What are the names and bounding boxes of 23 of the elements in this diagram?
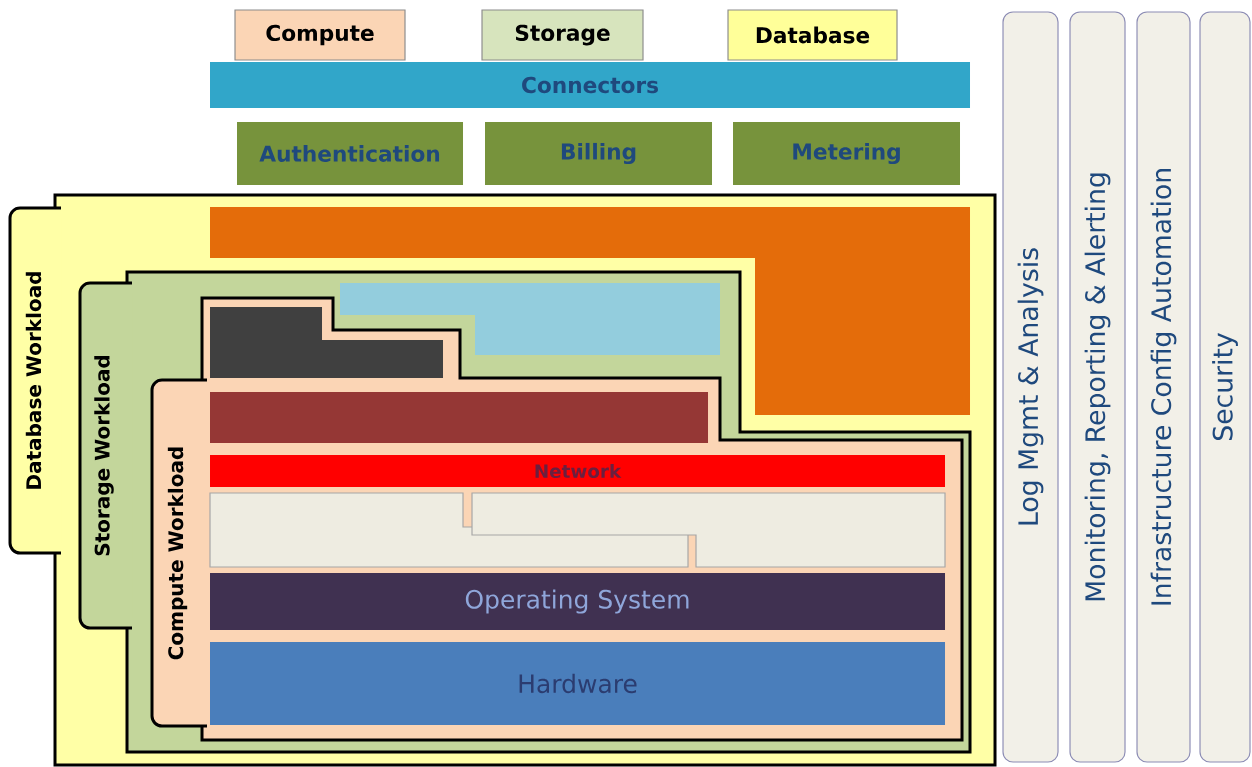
node-label: Database Workload — [25, 272, 42, 489]
hardware-layer: Hardware — [210, 642, 945, 725]
service-box: Authentication — [237, 122, 463, 185]
cross-cutting-bar: Monitoring, Reporting & Alerting — [1069, 11, 1126, 763]
category-box: Storage — [481, 9, 644, 61]
os-layer: Operating System — [210, 573, 945, 630]
category-box: Compute — [234, 9, 406, 61]
cross-cutting-bar: Infrastructure Config Automation — [1136, 11, 1191, 763]
node-label: Compute Workload — [167, 447, 188, 660]
component-block — [210, 392, 708, 443]
component-block — [340, 283, 720, 355]
category-box: Database — [727, 9, 898, 61]
component-block — [210, 307, 443, 378]
service-box: Metering — [733, 122, 960, 185]
connector-bar: Connectors — [210, 62, 970, 108]
cross-cutting-bar: Log Mgmt & Analysis — [1002, 11, 1059, 763]
component-block — [209, 492, 689, 568]
network-bar: Network — [210, 455, 945, 487]
component-block — [210, 207, 970, 415]
component-block — [471, 492, 946, 568]
service-box: Billing — [485, 122, 712, 185]
node-label: Storage Workload — [94, 355, 114, 556]
cross-cutting-bar: Security — [1199, 11, 1251, 763]
